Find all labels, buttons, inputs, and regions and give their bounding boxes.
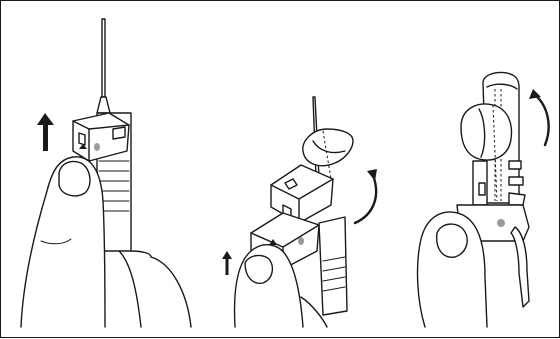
thumb-3	[418, 212, 487, 327]
curved-arrow-icon	[529, 89, 549, 145]
needle-hub-2	[319, 217, 347, 315]
panel-2-tilt-guard	[222, 97, 377, 327]
thumb-2	[235, 245, 327, 327]
needle-1	[97, 19, 110, 113]
up-arrow-icon	[37, 113, 54, 151]
curved-arrow-icon	[355, 169, 377, 223]
indicator-dot	[497, 219, 505, 227]
panel-3-locked-guard	[418, 72, 549, 327]
indicator-dot	[94, 143, 100, 151]
up-arrow-icon	[222, 251, 232, 275]
panel-1-push-guard-up	[21, 19, 191, 327]
indicator-dot	[298, 237, 304, 245]
